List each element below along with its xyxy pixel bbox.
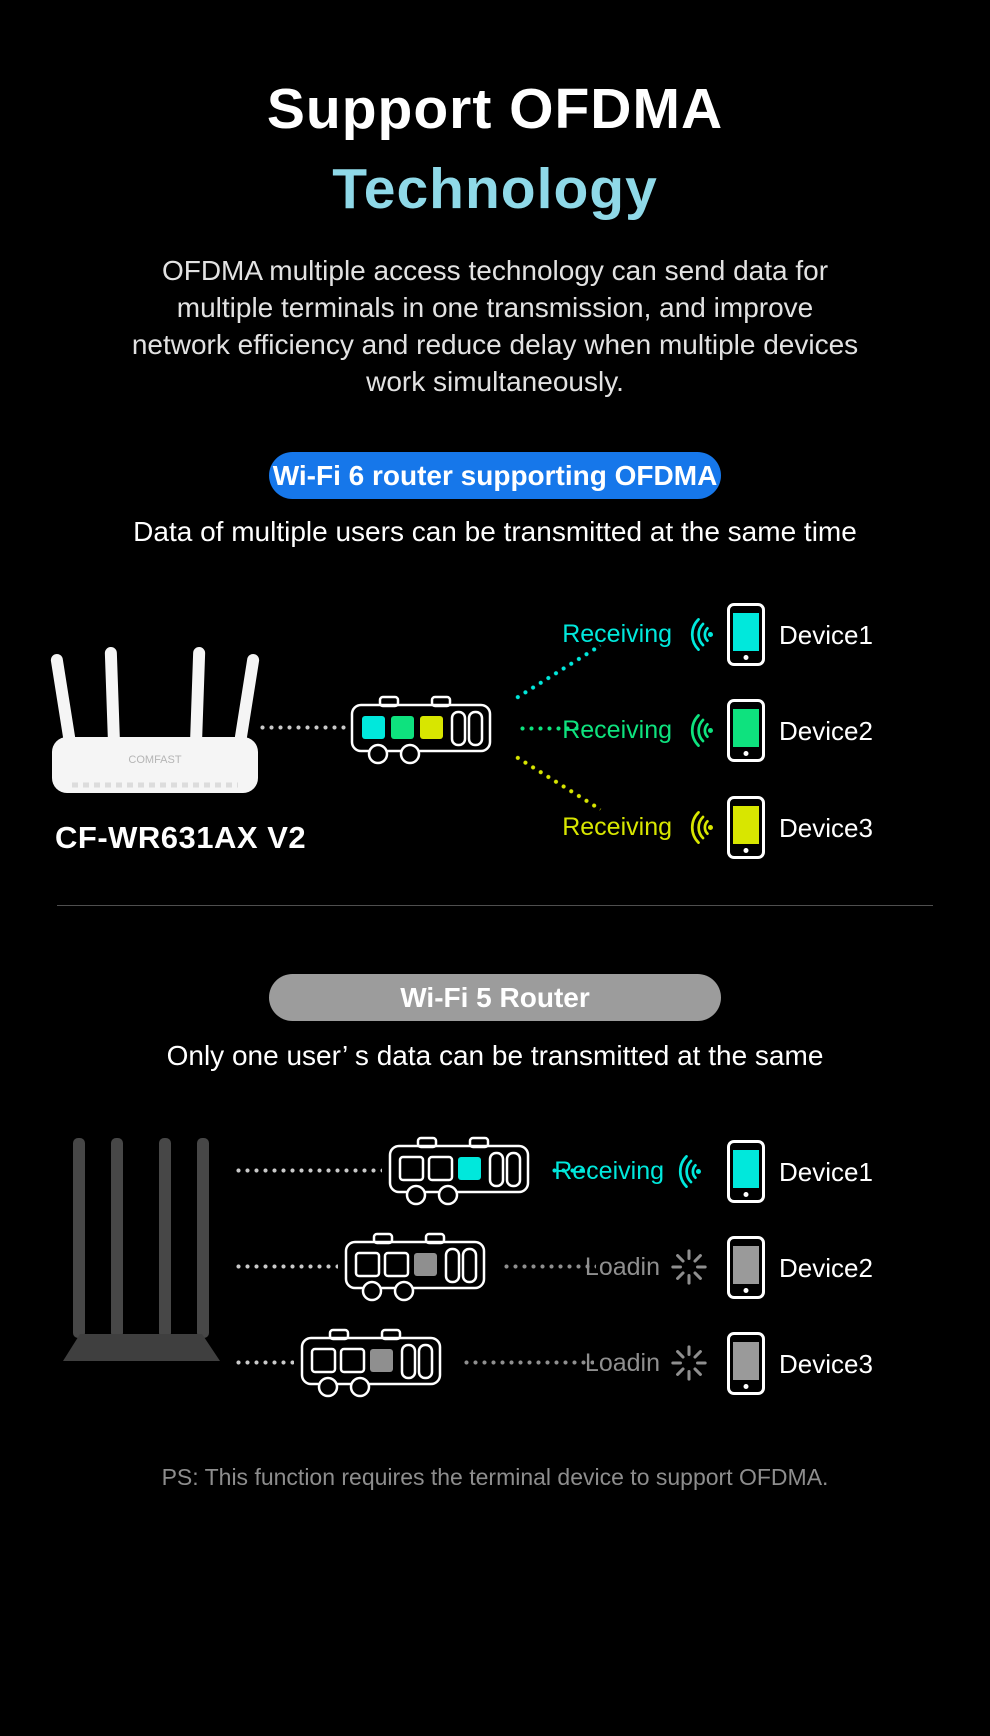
connector-bus-to-device [550, 1168, 590, 1173]
smartphone-icon [727, 603, 765, 666]
footer-note: PS: This function requires the terminal … [161, 1464, 829, 1490]
router-model-label: CF-WR631AX V2 [55, 820, 307, 855]
connector-to-device2 [518, 726, 580, 731]
smartphone-icon [727, 1140, 765, 1203]
phone-screen [733, 1342, 759, 1380]
wifi-signal-icon [690, 811, 713, 844]
device-label: Device1 [779, 620, 873, 650]
section-divider [57, 905, 933, 906]
status-label: Loadin [584, 1253, 660, 1281]
wifi-signal-icon [678, 1155, 701, 1188]
smartphone-icon [727, 699, 765, 762]
status-label: Receiving [554, 1157, 664, 1185]
data-slot-gray [414, 1253, 437, 1276]
data-slot-gray [370, 1349, 393, 1372]
phone-home-button [743, 1288, 749, 1293]
connector-to-device1 [512, 643, 602, 702]
status-label: Receiving [562, 716, 672, 744]
description-text: OFDMA multiple access technology can sen… [131, 255, 859, 397]
phone-home-button [743, 751, 749, 756]
wifi6-data-bus-icon [350, 695, 492, 765]
connector-router-to-bus [258, 725, 346, 730]
router-brand-text: COMFAST [128, 754, 181, 766]
smartphone-icon [727, 1332, 765, 1395]
connector-bus-to-device [502, 1264, 596, 1269]
phone-home-button [743, 1192, 749, 1197]
wifi5-badge: Wi-Fi 5 Router [269, 974, 721, 1021]
page-title-line2: Technology [332, 157, 658, 221]
device-label: Device1 [779, 1157, 873, 1187]
data-slot-green [391, 716, 414, 739]
connector-router-to-bus [234, 1360, 294, 1365]
data-slot-yellow [420, 716, 443, 739]
phone-screen [733, 806, 759, 844]
phone-screen [733, 613, 759, 651]
device-label: Device2 [779, 716, 873, 746]
device-label: Device3 [779, 1349, 873, 1379]
data-slot-cyan [458, 1157, 481, 1180]
phone-screen [733, 1150, 759, 1188]
wifi5-data-bus-icon [388, 1136, 530, 1206]
status-label: Loadin [584, 1349, 660, 1377]
wifi5-data-bus-icon [300, 1328, 442, 1398]
phone-home-button [743, 655, 749, 660]
wifi-signal-icon [690, 714, 713, 747]
page-title-line1: Support OFDMA [266, 77, 724, 141]
wifi5-data-bus-icon [344, 1232, 486, 1302]
connector-router-to-bus [234, 1168, 382, 1173]
wifi6-router-icon: COMFAST [50, 647, 260, 793]
phone-screen [733, 1246, 759, 1284]
phone-screen [733, 709, 759, 747]
loading-spinner-icon [671, 1249, 707, 1285]
loading-spinner-icon [671, 1345, 707, 1381]
wifi5-router-icon [63, 1138, 220, 1361]
smartphone-icon [727, 796, 765, 859]
status-label: Receiving [562, 813, 672, 841]
wifi5-subtitle: Only one user’ s data can be transmitted… [166, 1040, 824, 1071]
phone-home-button [743, 1384, 749, 1389]
status-label: Receiving [562, 620, 672, 648]
device-label: Device2 [779, 1253, 873, 1283]
wifi6-subtitle: Data of multiple users can be transmitte… [133, 516, 857, 547]
connector-bus-to-device [462, 1360, 594, 1365]
wifi-signal-icon [690, 618, 713, 651]
wifi6-badge: Wi-Fi 6 router supporting OFDMA [269, 452, 721, 499]
connector-to-device3 [512, 753, 602, 812]
phone-home-button [743, 848, 749, 853]
connector-router-to-bus [234, 1264, 338, 1269]
data-slot-cyan [362, 716, 385, 739]
smartphone-icon [727, 1236, 765, 1299]
device-label: Device3 [779, 813, 873, 843]
